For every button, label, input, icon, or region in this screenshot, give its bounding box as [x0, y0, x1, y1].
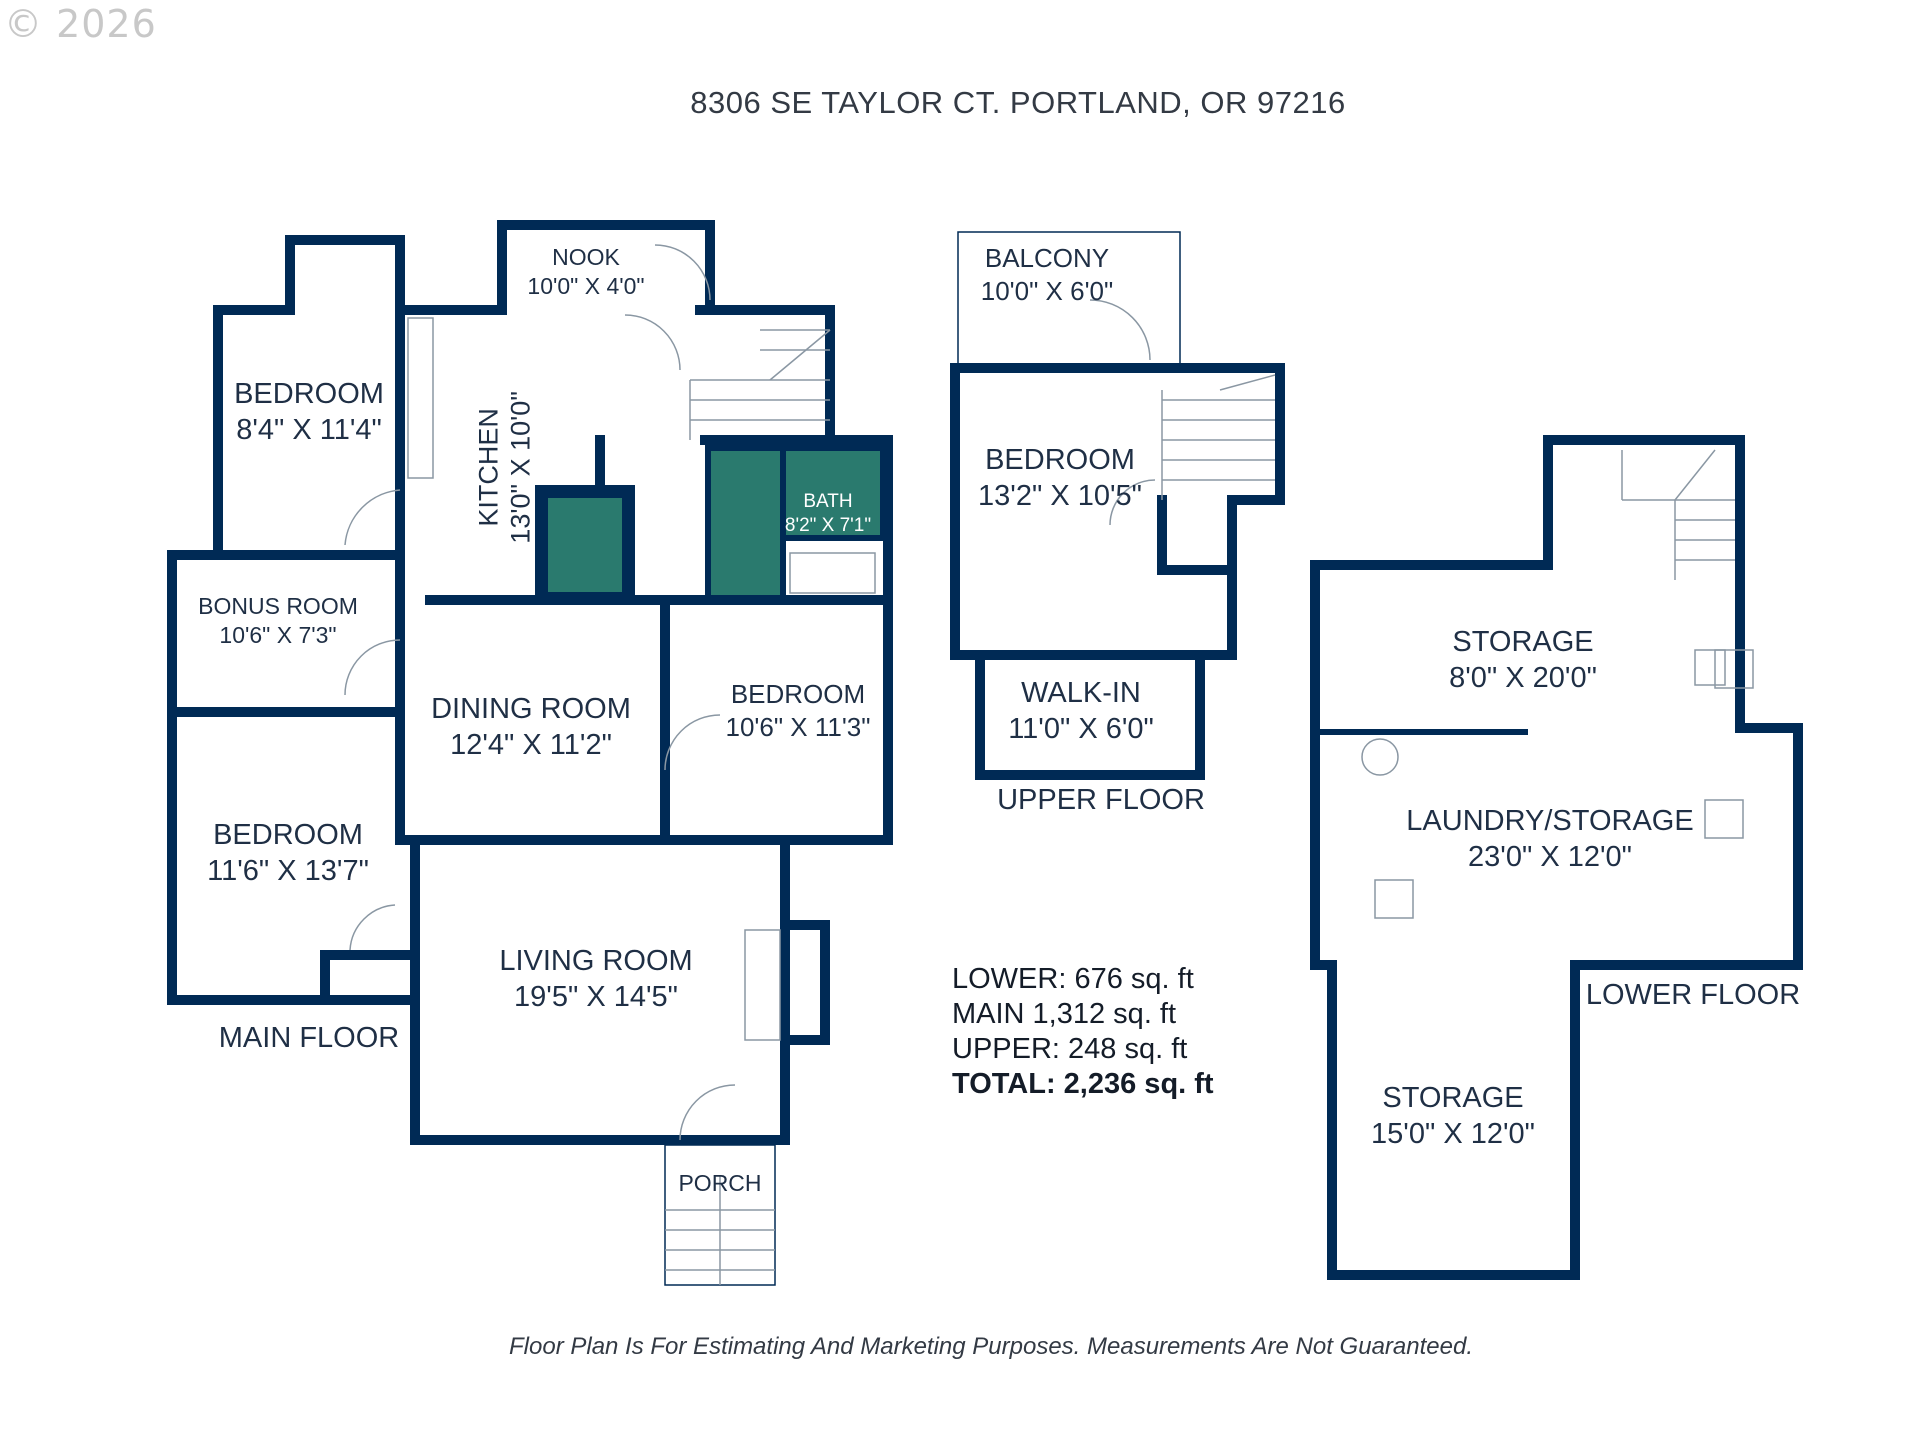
door-swing: [679, 1084, 736, 1141]
lower-floor-walls: [1310, 435, 1803, 1280]
bath-fill-left: [705, 445, 786, 601]
door-swing: [344, 639, 401, 696]
room-label-kitchen: KITCHEN 13'0" X 10'0": [473, 391, 536, 544]
room-label: BEDROOM 8'4" X 11'4": [234, 378, 384, 447]
main-floor-walls: [167, 220, 893, 1145]
hearth: [744, 929, 781, 1041]
room-label: STORAGE 15'0" X 12'0": [1371, 1082, 1535, 1151]
floor-label-upper: UPPER FLOOR: [997, 784, 1205, 816]
main-stairs: [689, 329, 831, 440]
half-bath-fill: [542, 492, 628, 598]
area-upper: UPPER: 248 sq. ft: [952, 1033, 1188, 1065]
disclaimer: Floor Plan Is For Estimating And Marketi…: [509, 1333, 1473, 1360]
property-address: 8306 SE TAYLOR CT. PORTLAND, OR 97216: [690, 85, 1346, 120]
balcony-outline: [957, 231, 1181, 369]
room-label: BONUS ROOM 10'6" X 7'3": [198, 593, 358, 648]
room-label: WALK-IN 11'0" X 6'0": [1008, 677, 1154, 746]
door-swing: [654, 244, 711, 301]
room-label: BEDROOM 11'6" X 13'7": [207, 819, 369, 888]
bath-fill-right: [780, 445, 886, 541]
door-swing: [349, 904, 396, 951]
room-label: BEDROOM 10'6" X 11'3": [725, 679, 871, 742]
floor-label-lower: LOWER FLOOR: [1585, 979, 1801, 1011]
room-label: PORCH: [678, 1170, 762, 1196]
room-label: LIVING ROOM 19'5" X 14'5": [499, 945, 693, 1014]
room-label: LAUNDRY/STORAGE 23'0" X 12'0": [1406, 805, 1694, 874]
area-summary: LOWER: 676 sq. ft MAIN 1,312 sq. ft UPPE…: [952, 962, 1214, 1102]
kitchen-counter: [407, 317, 434, 479]
door-swing: [1109, 479, 1156, 526]
door-swing: [664, 714, 721, 771]
laundry-appliance: [1374, 879, 1414, 919]
room-label: STORAGE 8'0" X 20'0": [1449, 626, 1597, 695]
room-label: BALCONY 10'0" X 6'0": [980, 243, 1114, 306]
lower-stairs: [1621, 449, 1735, 580]
door-swing: [624, 314, 681, 371]
room-label: BEDROOM 13'2" X 10'5": [978, 444, 1142, 513]
area-lower: LOWER: 676 sq. ft: [952, 963, 1194, 995]
door-swing: [1089, 299, 1151, 361]
door-swing: [344, 489, 401, 546]
porch-steps: [665, 1175, 775, 1285]
water-heater: [1361, 738, 1399, 776]
area-main: MAIN 1,312 sq. ft: [952, 998, 1177, 1030]
room-label: NOOK 10'0" X 4'0": [527, 244, 645, 299]
room-label: BATH 8'2" X 7'1": [784, 491, 872, 536]
upper-stairs: [1161, 374, 1276, 500]
utility-sink: [1694, 649, 1726, 686]
floor-label-main: MAIN FLOOR: [218, 1022, 400, 1054]
area-total: TOTAL: 2,236 sq. ft: [952, 1068, 1214, 1100]
laundry-appliance: [1714, 649, 1754, 689]
room-label: DINING ROOM 12'4" X 11'2": [431, 693, 631, 762]
laundry-appliance: [1704, 799, 1744, 839]
bathtub: [789, 552, 876, 594]
copyright-mark: © 2026: [4, 2, 157, 46]
